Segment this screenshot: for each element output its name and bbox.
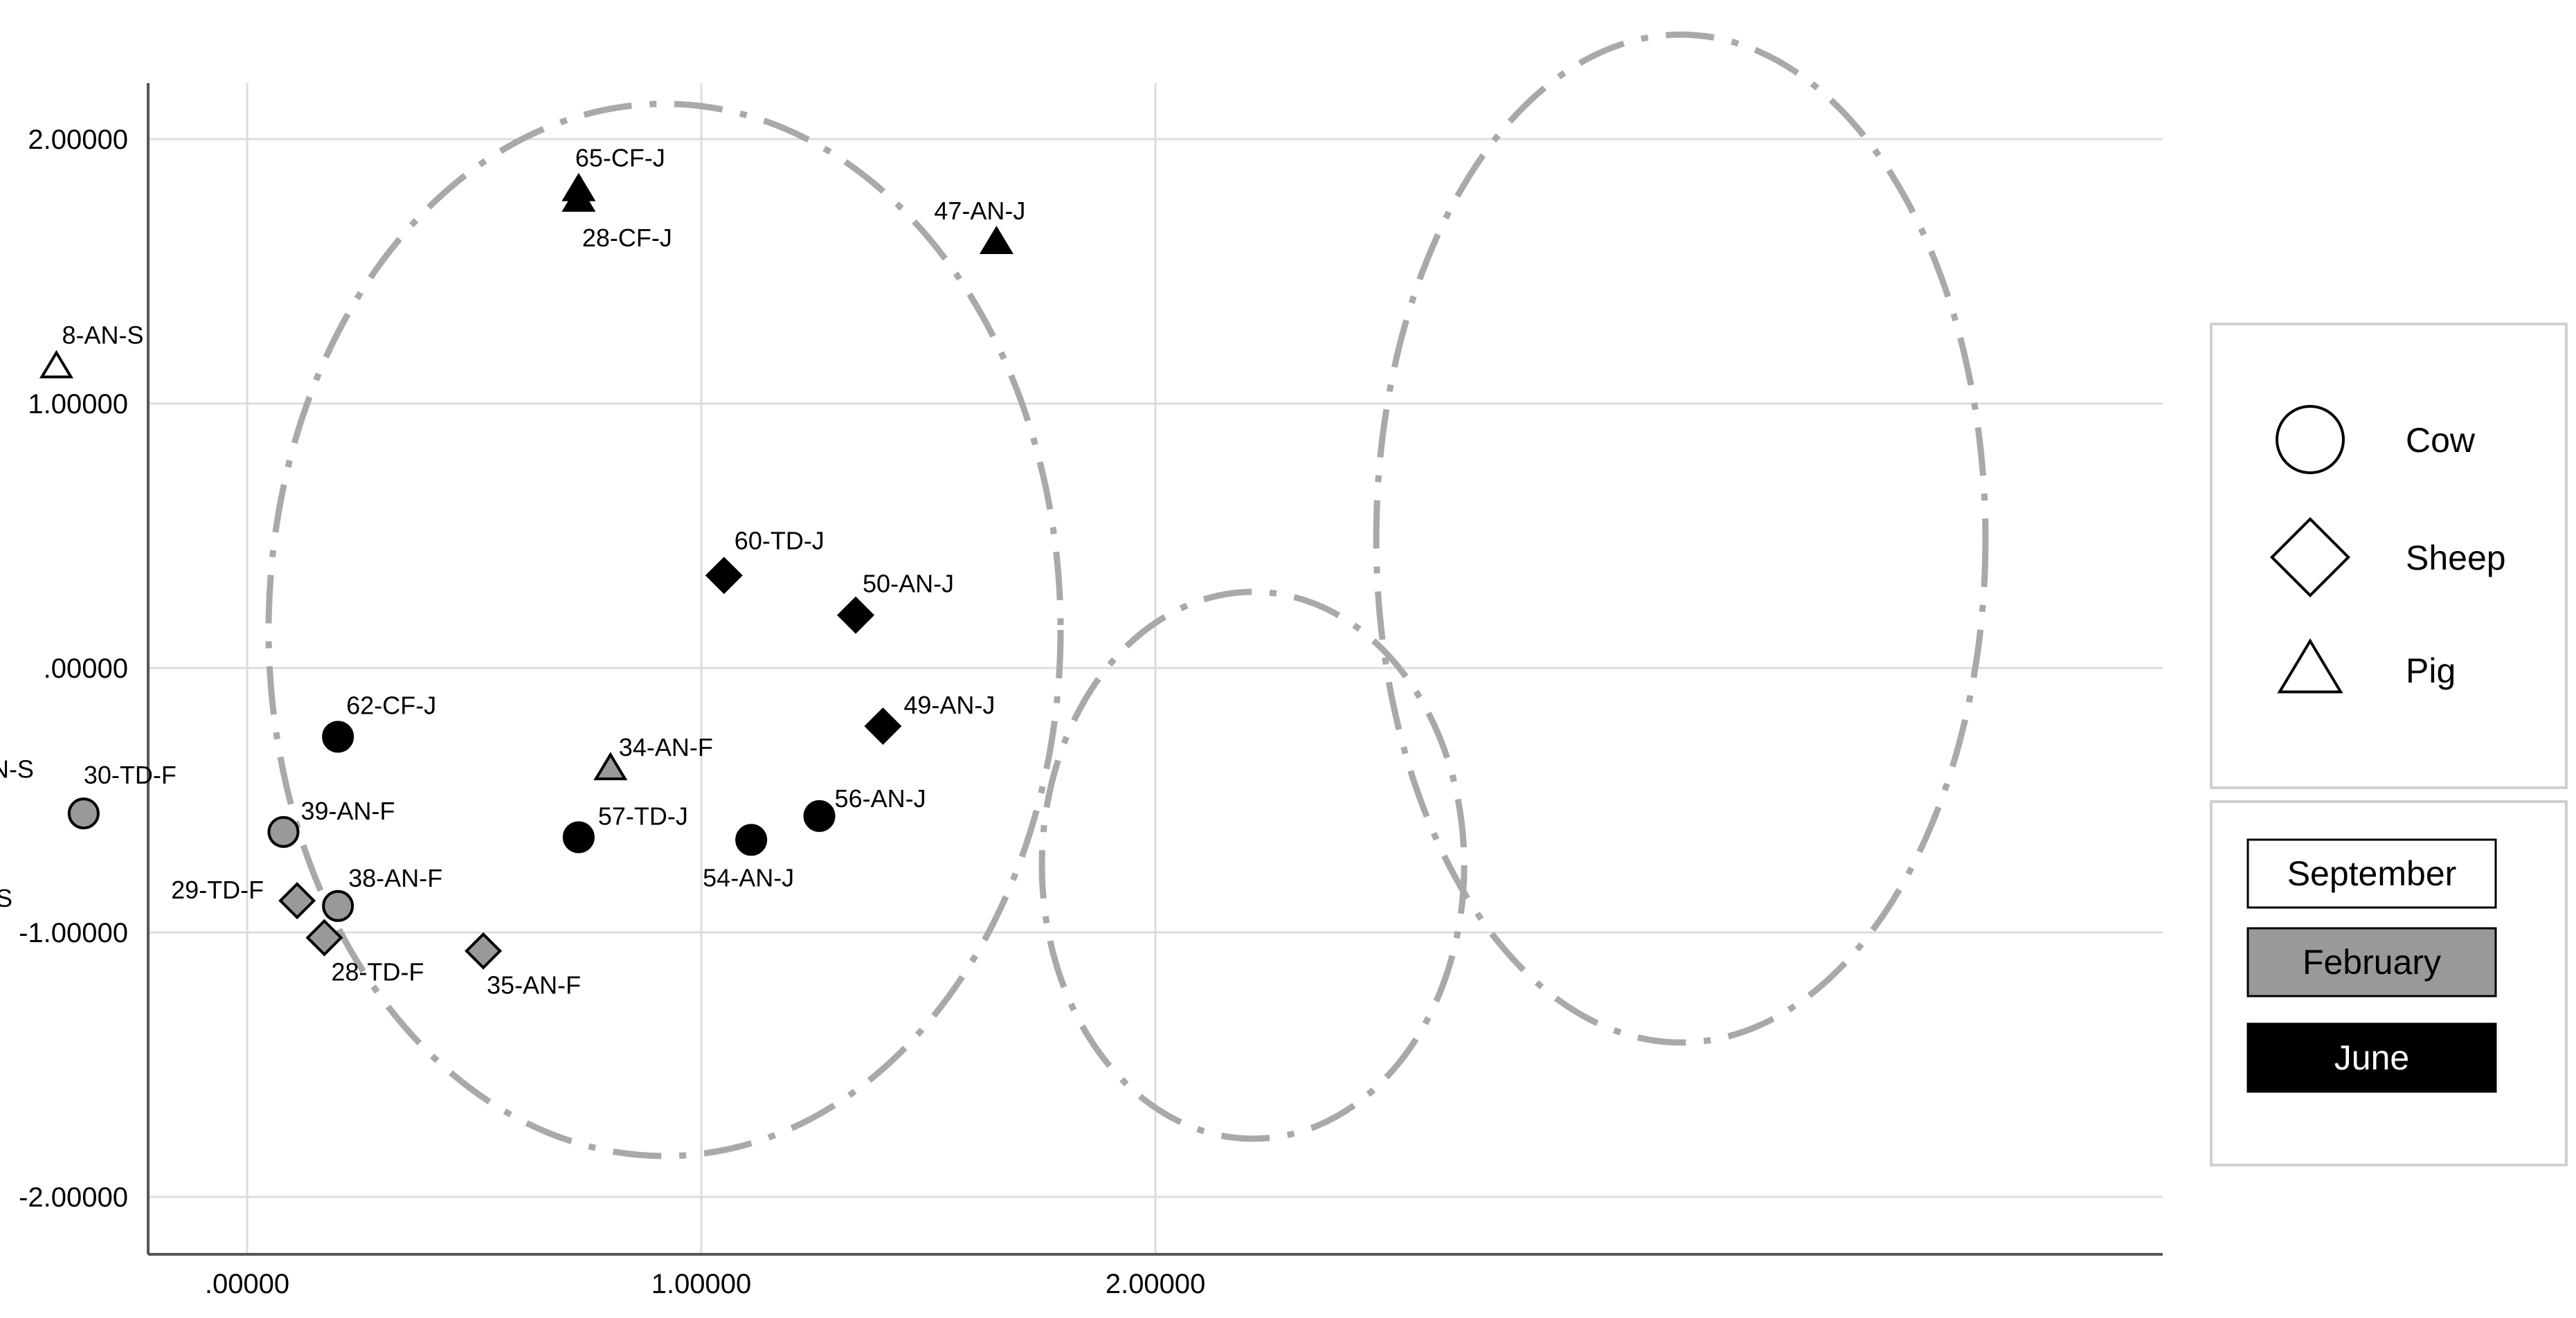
y-tick-label: 1.00000 [28,389,128,419]
pig-marker [561,183,596,212]
grid-lines [148,83,2163,1254]
point-label: 34-AN-F [619,733,713,761]
legend-month-swatch [2246,927,2497,997]
data-point: 57-TD-J [562,802,688,854]
data-point: 39-AN-F [267,797,395,848]
cow-marker [735,824,768,856]
data-point: 30-TD-F [67,761,177,830]
cow-marker [67,797,100,830]
legend-month-item: February [2246,927,2497,997]
sheep-marker [864,707,902,746]
sheep-marker [705,557,743,595]
data-point: 47-AN-J [934,197,1025,254]
point-label: 39-AN-F [300,797,395,825]
data-point: 38-AN-F [322,864,442,922]
axes [147,83,2163,1256]
point-label: 28-CF-J [582,224,672,252]
data-point: 54-AN-J [703,824,794,892]
pig-marker [979,226,1014,254]
point-label: 47-AN-J [934,197,1025,225]
pig-marker [593,752,628,781]
point-label: 49-AN-J [903,691,995,719]
data-point: 28-CF-J [561,183,672,252]
cow-marker [2276,405,2345,474]
cow-marker [562,821,595,854]
y-tick-label: -1.00000 [19,918,128,948]
cluster-ellipses [265,31,1989,1159]
data-point: 65-CF-J [561,144,665,201]
data-point: 62-CF-J [322,691,436,753]
cow-marker [322,890,354,922]
sheep-marker [2269,516,2351,598]
legend-shape-item: Cow [2276,405,2476,474]
x-tick-label: .00000 [205,1269,289,1299]
y-tick-label: .00000 [44,653,128,684]
cow-marker [803,800,836,832]
point-label: 38-AN-F [348,864,442,892]
legend-shape-label: Pig [2406,651,2456,690]
y-tick-label: -2.00000 [19,1182,128,1213]
legend-month-label: September [2287,854,2457,893]
cow-marker [322,721,354,753]
x-tick-label: 1.00000 [651,1269,752,1299]
cow-marker [267,815,300,848]
legend-month-item: September [2246,838,2497,909]
point-label: 30-TD-F [84,761,177,789]
sheep-marker [837,596,875,634]
data-point: 34-AN-F [593,733,713,781]
legend-month-swatch [2246,1022,2497,1093]
point-label: 54-AN-J [703,863,794,892]
legend-month-label: February [2303,943,2441,982]
point-label: 57-TD-J [598,802,688,830]
legend-shape-label: Cow [2406,421,2476,460]
sheep-marker [305,919,343,957]
tick-labels: -2.00000 -1.00000 .00000 1.00000 2.00000 2.00… [19,125,1206,1299]
point-label: 65-CF-J [575,144,665,172]
sheep-marker [278,882,316,920]
sheep-marker [465,932,503,970]
point-label: 50-AN-J [863,570,954,598]
point-label: 28-TD-F [332,958,424,986]
y-tick-label: 2.00000 [28,125,128,155]
data-point: 7-AN-S [0,755,34,784]
point-label: 62-CF-J [346,691,436,719]
x-tick-label: 2.00000 [1106,1269,1206,1299]
data-point: 8-AN-S [39,321,144,379]
data-point: 35-AN-F [465,932,581,1000]
cluster-ellipse [1038,588,1468,1142]
data-point: 29-TD-F [171,876,316,920]
legend-shape-label: Sheep [2406,539,2506,577]
legend-shape-item: Pig [2277,638,2456,694]
cluster-ellipse [1373,31,1989,1046]
legend-shape-item: Sheep [2269,516,2506,598]
point-label: 29-TD-F [171,876,264,904]
point-label: 35-AN-F [487,971,581,1000]
data-point: 60-TD-J [705,526,825,595]
point-label: 7-AN-S [0,755,34,784]
point-label: 60-TD-J [735,526,825,554]
point-label: 56-AN-J [835,784,926,813]
data-point: 50-AN-J [837,570,954,634]
point-label: 8-AN-S [62,321,143,350]
legend-month-swatch [2246,838,2497,909]
pig-marker [39,350,74,379]
data-point: 56-AN-J [803,784,926,832]
point-label: 1-AN-S [0,884,12,912]
legend-month-item: June [2246,1022,2497,1093]
legend-shape-box [2210,323,2568,789]
data-points: 23-CF-S22-CF-S18-CF-S8-AN-S26-CF-S13-TD-… [0,144,1025,1000]
legend-month-label: June [2334,1038,2409,1077]
pig-marker [2277,638,2343,694]
data-point: 28-TD-F [305,919,424,986]
data-point: 1-AN-S [0,884,12,912]
data-point: 49-AN-J [864,691,995,746]
cluster-ellipse [265,100,1064,1159]
